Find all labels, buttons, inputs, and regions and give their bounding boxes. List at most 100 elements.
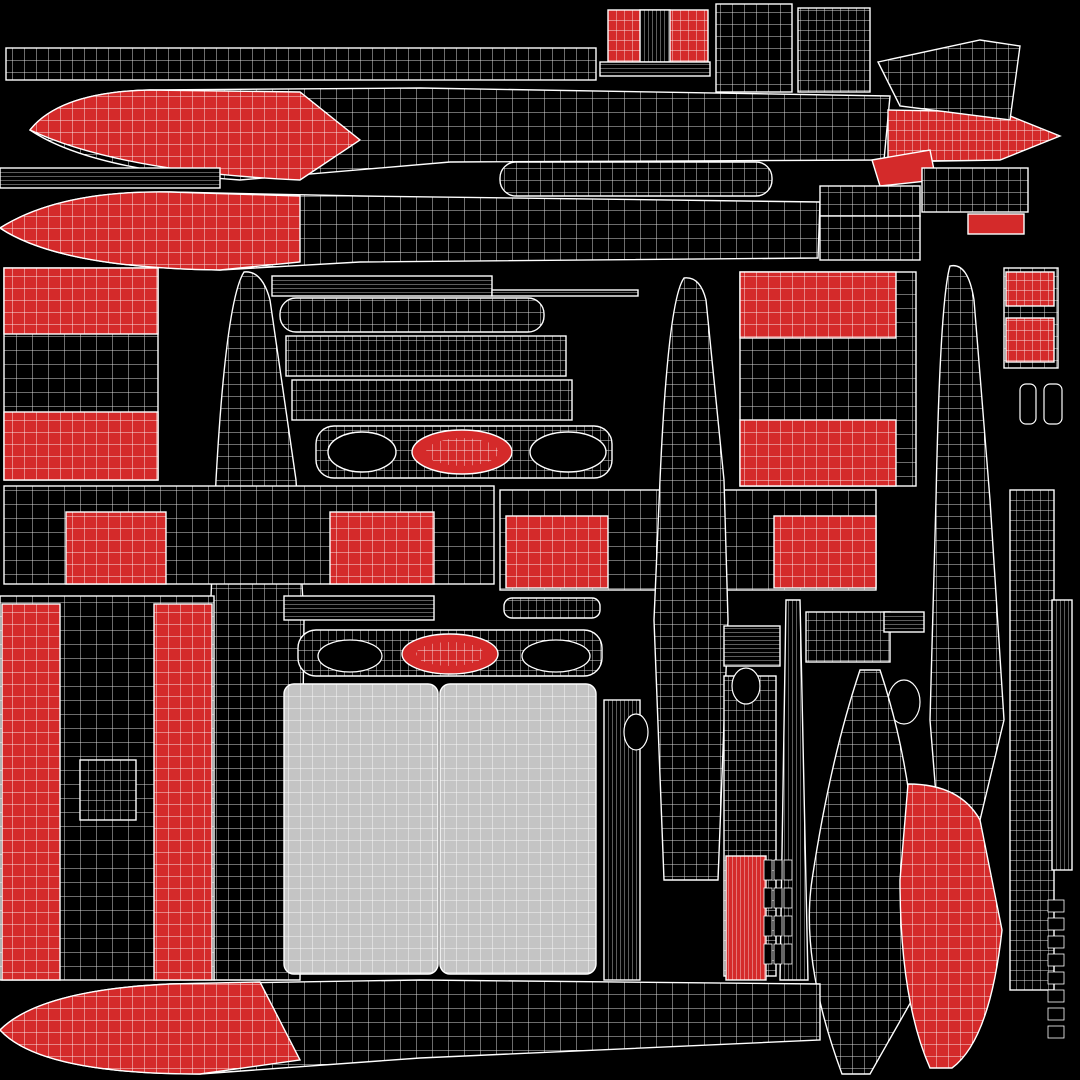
grey-panel-right-wire [440,684,596,974]
left-stripe-band-wire [0,168,220,188]
left-lower-red-2-edge [153,603,213,981]
left-lower-detail-edge [79,759,137,821]
right-panel-red-top-edge [739,271,897,339]
bottom-fuselage-red-nose-edge [0,981,302,1075]
center-thin-line-wire [492,290,638,296]
upper-red-tail-tip [872,150,936,186]
top-thin-strip-wire [600,62,710,76]
right-small-block-wire [820,186,920,216]
upper-capsule-edge [499,161,773,197]
right-small-block-2-edge [819,215,921,261]
right-boom-edge [929,264,1005,821]
lower-right-red-wing-edge [899,783,1003,1069]
mid-red-left-edge [65,511,167,585]
tiny-part [763,943,773,965]
center-grid-strip-2-edge [291,379,573,421]
left-lower-red-1-edge [1,603,61,981]
detail-red-cylinder-wire [726,856,766,980]
detail-oval-3 [623,713,649,751]
left-lower-panel-edge [0,595,215,981]
oval-left [327,431,397,473]
right-block-3-edge [921,167,1029,213]
lower-right-red-wing-wire [900,784,1002,1068]
right-panel-red-top-wire [740,272,896,338]
grey-panel-left-edge [283,683,439,975]
tiny-part [783,859,793,881]
lower-stripe-band-wire [284,596,434,620]
right-block-3-wire [922,168,1028,212]
left-panel-red-bottom-wire [4,412,158,480]
tiny-part-right [1047,953,1065,967]
tiny-part [763,859,773,881]
lower-oval-frame-edge [297,629,603,677]
bottom-fuselage-red-nose-wire [0,982,300,1074]
left-lower-red-1-wire [2,604,60,980]
mid-red-right-wire [506,516,608,588]
left-lower-red-2-wire [154,604,212,980]
upper-red-tail-wire [888,110,1060,162]
left-panel-red-bottom-edge [3,411,159,481]
detail-block-top-edge [805,611,891,663]
left-panel-red-top-wire [4,268,158,334]
oval-right [529,431,607,473]
upper-capsule-wire [500,162,772,196]
top-long-strip-wire [6,48,596,80]
center-grid-strip-wire [286,336,566,376]
tiny-part [763,887,773,909]
tiny-part [773,943,783,965]
left-stripe-band-edge [0,167,221,189]
right-boom-wire [930,265,1004,821]
tiny-part-right [1047,935,1065,949]
tiny-part-right [1047,917,1065,931]
top-grid-block-2-edge [797,7,871,93]
center-spire-wire [654,277,728,880]
top-grid-block-2-wire [798,8,870,92]
tiny-part-right [1047,1025,1065,1039]
lower-oval-right [521,639,591,673]
oval-cluster-frame-edge [315,425,613,479]
right-thin-column-2-edge [1051,599,1073,871]
detail-stripes-edge [603,699,641,981]
tiny-part-right [1047,989,1065,1003]
tiny-part [763,915,773,937]
right-boom-red-1-edge [1005,271,1055,307]
grey-panel-left-wire [284,684,438,974]
tiny-part [773,859,783,881]
mid-red-left-wire [66,512,166,584]
mid-red-far-right-edge [773,515,877,589]
mid-red-far-right-wire [774,516,876,588]
detail-block-top-wire [806,612,890,662]
center-spire-edge [653,277,729,881]
center-capsule-edge [279,297,545,333]
right-panel-red-bottom-edge [739,419,897,487]
center-grid-strip-2-wire [292,380,572,420]
right-red-chip-edge [967,213,1025,235]
right-small-pill-1 [1019,383,1037,425]
lower-small-capsule-wire [504,598,600,618]
tiny-part [773,915,783,937]
center-grid-strip-edge [285,335,567,377]
lower-stripe-band-edge [283,595,435,621]
top-grid-block-wire [716,4,792,92]
top-long-strip-edge [5,47,597,81]
oval-red-center-wire [426,438,498,466]
mid-band-left-edge [3,485,495,585]
center-stripe-1-edge [271,275,493,297]
left-panel-red-top-edge [3,267,159,335]
tiny-part [783,943,793,965]
right-panel-red-bottom-wire [740,420,896,486]
right-thin-column-wire [1010,490,1054,990]
mid-red-center-edge [329,511,435,585]
mid-red-center-wire [330,512,434,584]
right-small-block-2-wire [820,216,920,260]
right-boom-block-edge [1003,267,1059,369]
lower-oval-red-wire [416,642,484,666]
lower-diamond-wire [809,670,917,1074]
upper-fuselage-red-nose-edge [28,89,362,181]
detail-needle-wire [780,600,808,980]
mid-red-right-edge [505,515,609,589]
center-thin-line-edge [491,289,639,297]
left-spire-edge [209,271,305,981]
